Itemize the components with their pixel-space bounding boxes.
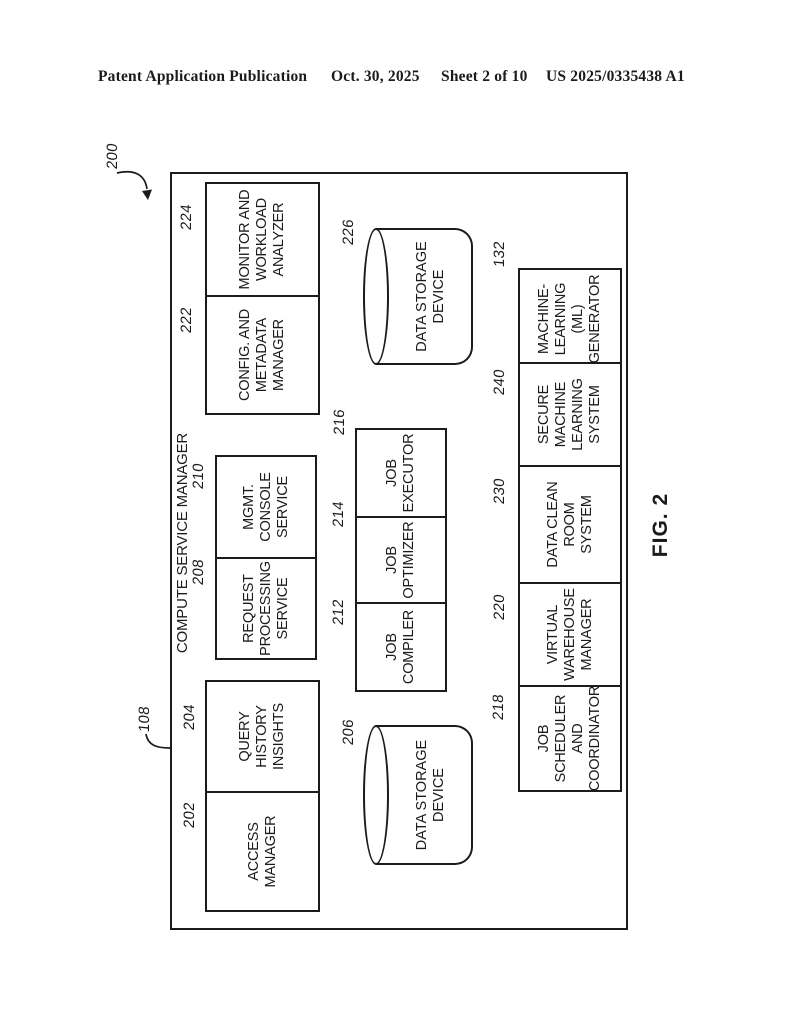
data-storage-device-226: DATA STORAGE DEVICE bbox=[363, 228, 473, 365]
ref-226: 226 bbox=[340, 218, 357, 246]
patent-number: US 2025/0335438 A1 bbox=[546, 68, 685, 85]
ref-214: 214 bbox=[330, 500, 347, 528]
access-manager-box: ACCESS MANAGER bbox=[245, 815, 279, 888]
ref-200: 200 bbox=[104, 142, 121, 170]
job-compiler-box: JOB COMPILER bbox=[384, 609, 417, 685]
config-monitor-group: CONFIG. AND METADATA MANAGER MONITOR AND… bbox=[205, 182, 320, 415]
data-storage-device-226-label: DATA STORAGE DEVICE bbox=[414, 241, 447, 352]
data-storage-device-206-label: DATA STORAGE DEVICE bbox=[414, 739, 447, 851]
access-query-group: ACCESS MANAGER QUERY HISTORY INSIGHTS bbox=[205, 680, 320, 912]
ref-208: 208 bbox=[190, 558, 207, 586]
job-executor-box: JOB EXECUTOR bbox=[357, 430, 445, 518]
mgmt-console-service-box: MGMT. CONSOLE SERVICE bbox=[217, 457, 315, 559]
ref-240: 240 bbox=[491, 368, 508, 396]
job-scheduler-coordinator-box: JOB SCHEDULER AND COORDINATOR bbox=[536, 685, 603, 792]
ref-230: 230 bbox=[491, 477, 508, 505]
ref-218: 218 bbox=[490, 693, 507, 721]
ref-216: 216 bbox=[331, 408, 348, 436]
config-metadata-manager-box: CONFIG. AND METADATA MANAGER bbox=[237, 308, 287, 402]
job-optimizer-box: JOB OPTIMIZER bbox=[357, 518, 445, 604]
publication-label: Patent Application Publication bbox=[98, 68, 308, 85]
data-clean-room-system-box: DATA CLEAN ROOM SYSTEM bbox=[520, 467, 620, 584]
compute-service-manager-title: COMPUTE SERVICE MANAGER bbox=[174, 432, 191, 654]
data-storage-device-206: DATA STORAGE DEVICE bbox=[363, 725, 473, 865]
ref-224: 224 bbox=[178, 203, 195, 231]
ref-200-arrow bbox=[116, 170, 152, 200]
request-mgmt-group: REQUEST PROCESSING SERVICE MGMT. CONSOLE… bbox=[215, 455, 317, 660]
secure-machine-learning-system-box: SECURE MACHINE LEARNING SYSTEM bbox=[520, 364, 620, 467]
ref-132: 132 bbox=[491, 240, 508, 268]
virtual-warehouse-manager-box: VIRTUAL WAREHOUSE MANAGER bbox=[520, 584, 620, 687]
ref-222: 222 bbox=[178, 306, 195, 334]
figure-caption: FIG. 2 bbox=[649, 492, 672, 558]
request-processing-service-box: REQUEST PROCESSING SERVICE bbox=[240, 561, 291, 656]
ref-202: 202 bbox=[181, 801, 198, 829]
ref-206: 206 bbox=[340, 718, 357, 746]
ref-212: 212 bbox=[330, 598, 347, 626]
sheet-header: Patent Application Publication Oct. 30, … bbox=[0, 0, 794, 100]
machine-learning-generator-box: MACHINE- LEARNING (ML) GENERATOR bbox=[520, 275, 620, 364]
publication-date: Oct. 30, 2025 bbox=[331, 68, 420, 85]
sheet-number: Sheet 2 of 10 bbox=[441, 68, 528, 85]
ref-210: 210 bbox=[190, 462, 207, 490]
leader-108 bbox=[145, 733, 171, 749]
cylinder-cap bbox=[363, 228, 389, 365]
monitor-workload-analyzer-box: MONITOR AND WORKLOAD ANALYZER bbox=[207, 184, 318, 297]
ref-204: 204 bbox=[181, 703, 198, 731]
query-history-insights-box: QUERY HISTORY INSIGHTS bbox=[207, 682, 318, 793]
services-row: JOB SCHEDULER AND COORDINATOR VIRTUAL WA… bbox=[518, 268, 622, 792]
figure-2-diagram: COMPUTE SERVICE MANAGER ACCESS MANAGER Q… bbox=[95, 135, 705, 935]
job-pipeline-row: JOB COMPILER JOB OPTIMIZER JOB EXECUTOR bbox=[355, 428, 447, 692]
ref-108: 108 bbox=[136, 705, 153, 733]
cylinder-cap bbox=[363, 725, 389, 865]
ref-220: 220 bbox=[491, 593, 508, 621]
